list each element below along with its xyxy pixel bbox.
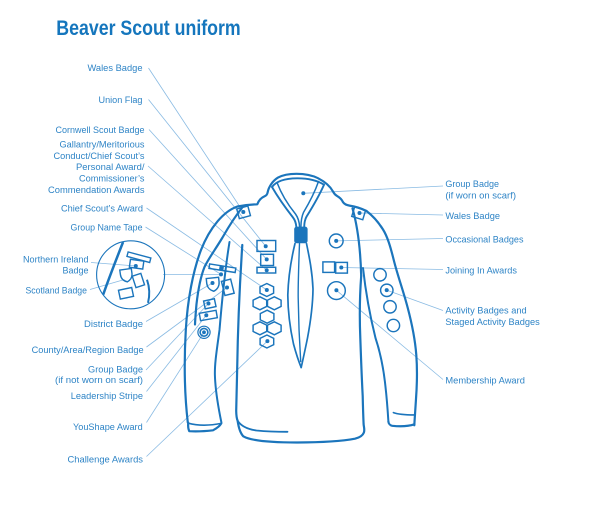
svg-text:Membership Award: Membership Award: [445, 376, 525, 387]
svg-text:Scotland Badge: Scotland Badge: [26, 285, 88, 296]
svg-text:Badge: Badge: [63, 266, 89, 277]
svg-text:Beaver Scout uniform: Beaver Scout uniform: [56, 16, 240, 40]
svg-text:Group Name Tape: Group Name Tape: [71, 223, 143, 234]
svg-text:Chief Scout’s Award: Chief Scout’s Award: [61, 204, 143, 215]
svg-text:Challenge Awards: Challenge Awards: [68, 455, 144, 466]
svg-text:Staged Activity Badges: Staged Activity Badges: [445, 317, 540, 328]
svg-text:Gallantry/Meritorious: Gallantry/Meritorious: [60, 140, 145, 151]
svg-text:Occasional Badges: Occasional Badges: [445, 234, 523, 245]
svg-text:Group Badge: Group Badge: [445, 179, 499, 190]
svg-text:Group Badge: Group Badge: [88, 365, 143, 376]
svg-text:County/Area/Region Badge: County/Area/Region Badge: [32, 345, 144, 356]
svg-text:Commissioner’s: Commissioner’s: [79, 174, 145, 185]
svg-text:(if not worn on scarf): (if not worn on scarf): [55, 375, 143, 386]
svg-text:Joining In Awards: Joining In Awards: [445, 266, 517, 277]
svg-text:Northern Ireland: Northern Ireland: [23, 255, 89, 266]
svg-text:Cornwell Scout Badge: Cornwell Scout Badge: [56, 125, 145, 136]
svg-text:Conduct/Chief Scout’s: Conduct/Chief Scout’s: [54, 151, 145, 162]
svg-text:Union Flag: Union Flag: [99, 95, 143, 106]
svg-text:Activity Badges and: Activity Badges and: [445, 305, 526, 316]
svg-text:District Badge: District Badge: [84, 319, 143, 330]
svg-text:Leadership Stripe: Leadership Stripe: [71, 391, 143, 402]
svg-text:Personal Award/: Personal Award/: [76, 162, 145, 173]
svg-text:YouShape Award: YouShape Award: [73, 422, 143, 433]
svg-text:Commendation Awards: Commendation Awards: [48, 185, 145, 196]
svg-text:Wales Badge: Wales Badge: [445, 211, 500, 222]
svg-text:Wales Badge: Wales Badge: [88, 63, 143, 74]
svg-text:(if worn on scarf): (if worn on scarf): [445, 191, 516, 202]
